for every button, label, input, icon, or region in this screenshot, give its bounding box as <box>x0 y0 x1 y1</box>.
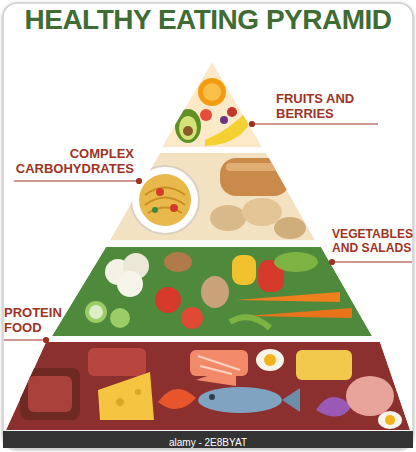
potato <box>274 217 306 239</box>
tomato-bit <box>156 188 164 196</box>
yellow-pepper <box>232 255 256 285</box>
fish <box>198 387 282 413</box>
onion <box>201 276 229 308</box>
tomato <box>181 307 203 329</box>
tier-label-wrap: FRUITS AND BERRIES <box>276 92 378 122</box>
leader-dot <box>44 338 49 343</box>
salmon-stripes <box>198 356 240 374</box>
card-frame <box>3 3 413 448</box>
egg <box>378 411 402 429</box>
cucumber-core <box>89 305 103 319</box>
egg-yolk <box>385 415 395 425</box>
fish-eye <box>209 394 215 400</box>
tier-label-wrap: COMPLEX CARBOHYDRATES <box>14 147 134 177</box>
watermark-bar <box>3 431 413 448</box>
leader-line <box>14 180 139 181</box>
banana <box>205 108 252 146</box>
tier-label-wrap: VEGETABLES AND SALADS <box>332 228 414 256</box>
avocado-pit <box>183 126 193 136</box>
berry <box>200 109 212 121</box>
fish-tail <box>282 388 300 412</box>
tier-label: COMPLEX CARBOHYDRATES <box>14 147 134 177</box>
leader-line <box>252 123 378 124</box>
carrot <box>236 292 340 302</box>
fruit-band <box>162 62 262 147</box>
pasta-plate <box>131 166 199 234</box>
ham <box>346 376 394 416</box>
pasta <box>139 174 191 226</box>
tomato <box>155 287 181 313</box>
meat <box>88 348 146 376</box>
salmon-steak <box>190 350 248 376</box>
leader-line <box>332 261 412 262</box>
cucumber-slice <box>85 301 107 323</box>
leader-dot <box>137 179 142 184</box>
tomato-bit <box>170 204 178 212</box>
tier-label: PROTEIN FOOD <box>4 306 66 336</box>
vegetable-band <box>52 247 372 336</box>
protein-band <box>6 342 410 430</box>
potato <box>242 198 282 226</box>
protein-ground <box>6 342 410 430</box>
avocado-flesh <box>179 116 197 140</box>
watermark: alamy - 2E8BYAT <box>169 437 247 449</box>
cheese <box>98 372 154 420</box>
cheese-hole <box>135 389 141 395</box>
tier-label-wrap: PROTEIN FOOD <box>4 306 66 336</box>
bread-loaf <box>220 158 290 196</box>
steak-meat <box>28 376 72 412</box>
orange <box>198 78 226 106</box>
potato <box>210 205 246 231</box>
cucumber-slice <box>110 308 130 328</box>
carb-ground <box>110 153 315 240</box>
steak <box>20 368 80 420</box>
cauliflower <box>117 271 143 297</box>
berry <box>220 116 228 124</box>
mushroom <box>164 252 192 272</box>
egg <box>256 349 284 371</box>
title-wrap: HEALTHY EATING PYRAMID <box>0 4 416 36</box>
lettuce <box>274 252 318 272</box>
bread-crust <box>226 163 284 171</box>
leader-line <box>4 339 46 340</box>
tier-label: FRUITS AND BERRIES <box>276 92 378 122</box>
leader-dot <box>250 122 255 127</box>
herb-bit <box>152 207 158 213</box>
pasta-strands <box>145 188 185 214</box>
cheese-block <box>296 350 352 380</box>
green-bean <box>230 317 270 328</box>
cheese-hole <box>116 398 124 406</box>
orange-slice <box>203 83 221 101</box>
vegetable-ground <box>52 247 372 336</box>
berry <box>227 107 237 117</box>
avocado <box>175 109 201 143</box>
egg-yolk <box>264 354 276 366</box>
fruit-ground <box>162 62 262 147</box>
leader-dot <box>330 260 335 265</box>
tier-label: VEGETABLES AND SALADS <box>332 228 414 256</box>
title: HEALTHY EATING PYRAMID <box>24 4 391 36</box>
carrot <box>246 308 352 318</box>
crayfish <box>158 389 196 409</box>
watermark-wrap: alamy - 2E8BYAT <box>0 432 416 450</box>
carb-band <box>110 153 315 240</box>
